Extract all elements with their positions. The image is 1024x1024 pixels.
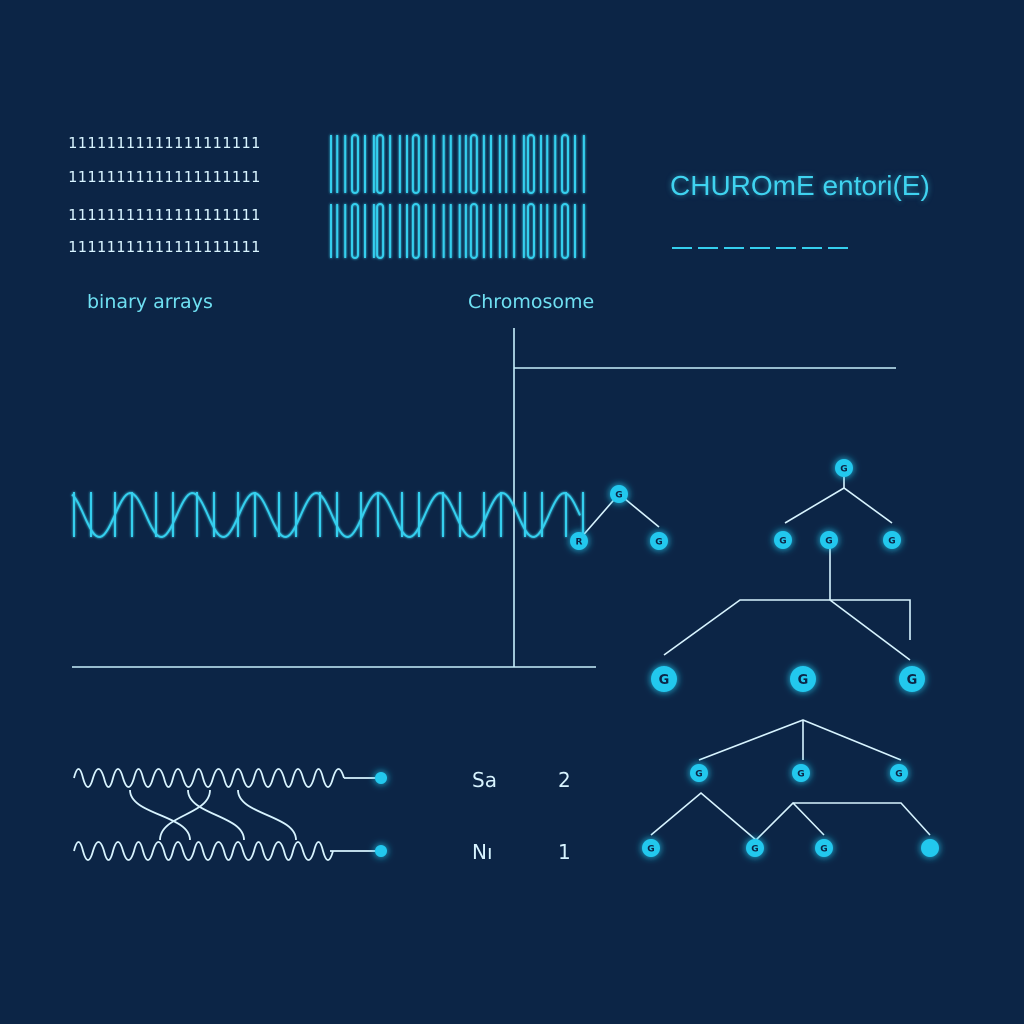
stat-value: 1 <box>558 840 571 864</box>
strand-link <box>237 789 297 841</box>
tree-node: G <box>899 666 925 692</box>
node-circle <box>883 531 901 549</box>
tree-edge <box>663 599 911 656</box>
tree-edge <box>829 599 911 661</box>
node-circle <box>790 666 816 692</box>
tree-node: G <box>642 839 660 857</box>
waveform <box>71 491 584 539</box>
tree-node: G <box>651 666 677 692</box>
stat-label: Sa <box>472 768 497 792</box>
tree-node: G <box>790 666 816 692</box>
chromosome-band <box>561 203 569 259</box>
chromosome-band <box>411 203 420 259</box>
strand-end-dot <box>375 845 387 857</box>
strand-link <box>187 789 245 841</box>
node-glyph: G <box>840 465 847 475</box>
sine-wave <box>71 491 581 539</box>
binary-arrays-label: binary arrays <box>87 291 213 313</box>
node-circle <box>820 531 838 549</box>
stat-label: Nı <box>472 840 493 864</box>
tree-edge <box>793 802 931 836</box>
node-glyph: G <box>615 491 622 501</box>
strand-end-dot <box>375 772 387 784</box>
chromosome-band <box>351 203 359 259</box>
tree-edge <box>650 791 757 841</box>
node-circle <box>921 839 939 857</box>
node-glyph: G <box>798 673 809 688</box>
chromosome-band <box>376 203 385 259</box>
tree-edges <box>578 468 931 841</box>
tree-node: G <box>746 839 764 857</box>
node-glyph: G <box>647 845 654 855</box>
chromosome-barcode <box>330 134 585 259</box>
chromosome-label: Chromosome <box>468 291 595 313</box>
strand-link <box>159 789 211 841</box>
node-glyph: G <box>797 770 804 780</box>
tree-node: G <box>890 764 908 782</box>
node-glyph: G <box>779 537 786 547</box>
node-glyph: G <box>751 845 758 855</box>
tree-node: R <box>570 532 588 550</box>
node-circle <box>792 764 810 782</box>
tree-edge <box>698 719 902 761</box>
node-glyph: G <box>907 673 918 688</box>
tree-node: G <box>690 764 708 782</box>
node-glyph: G <box>695 770 702 780</box>
node-glyph: G <box>659 673 670 688</box>
strand-link <box>129 789 191 841</box>
tree-node: G <box>815 839 833 857</box>
binary-row: 11111111111111111111 <box>68 134 261 152</box>
axes-frame <box>72 328 896 668</box>
chromosome-band <box>469 203 478 259</box>
node-circle <box>651 666 677 692</box>
node-circle <box>570 532 588 550</box>
node-circle <box>746 839 764 857</box>
tree-node: G <box>835 459 853 477</box>
node-circle <box>899 666 925 692</box>
diagram-title: CHUROmE entori(E) <box>670 170 930 201</box>
stat-value: 2 <box>558 768 571 792</box>
chromosome-band <box>527 203 535 259</box>
chromosome-band <box>469 134 478 194</box>
chromosome-band <box>527 134 535 194</box>
chromosome-band <box>561 134 569 194</box>
lower-strand <box>73 841 334 861</box>
node-circle <box>890 764 908 782</box>
tree-edge <box>784 487 893 524</box>
tree-node: G <box>650 532 668 550</box>
node-glyph: R <box>576 538 583 548</box>
node-circle <box>650 532 668 550</box>
node-glyph: G <box>888 537 895 547</box>
dna-strands <box>73 768 387 861</box>
tree-node: G <box>774 531 792 549</box>
node-circle <box>815 839 833 857</box>
tree-node: G <box>610 485 628 503</box>
tree-nodes: G R G G G G G G G G G G G G G G <box>570 459 939 857</box>
chromosome-band <box>376 134 385 194</box>
tree-edge <box>755 801 825 841</box>
node-glyph: G <box>655 538 662 548</box>
upper-strand <box>73 768 345 788</box>
node-glyph: G <box>820 845 827 855</box>
binary-row: 11111111111111111111 <box>68 168 261 186</box>
node-circle <box>835 459 853 477</box>
tree-node: G <box>792 764 810 782</box>
node-glyph: G <box>895 770 902 780</box>
chromosome-band <box>411 134 420 194</box>
node-glyph: G <box>825 537 832 547</box>
tree-node: G <box>820 531 838 549</box>
tree-node <box>921 839 939 857</box>
tree-node: G <box>883 531 901 549</box>
node-circle <box>690 764 708 782</box>
binary-row: 11111111111111111111 <box>68 238 261 256</box>
chromosome-band <box>351 134 359 194</box>
node-circle <box>774 531 792 549</box>
node-circle <box>610 485 628 503</box>
binary-row: 11111111111111111111 <box>68 206 261 224</box>
node-circle <box>642 839 660 857</box>
